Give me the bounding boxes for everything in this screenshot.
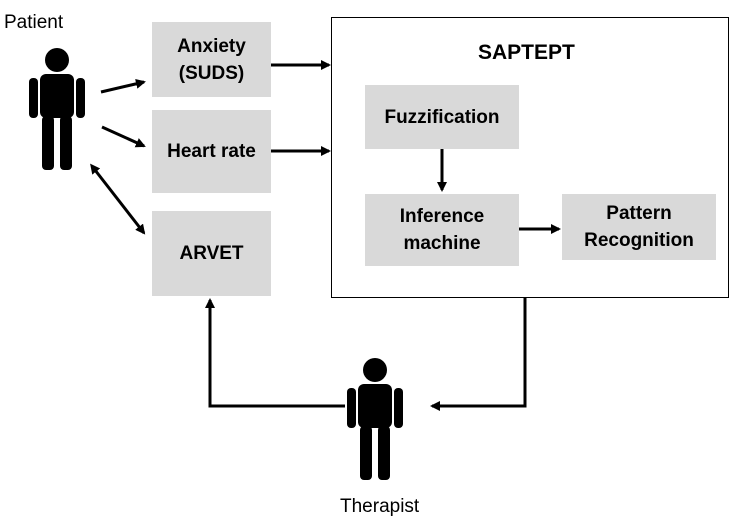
therapist-figure-icon xyxy=(347,358,403,480)
pattern-recognition-label: Pattern Recognition xyxy=(584,203,694,251)
patient-to-heart-rate-arrow xyxy=(101,125,146,148)
anxiety-suds-label: Anxiety (SUDS) xyxy=(177,35,246,84)
pattern-recognition-box: Pattern Recognition xyxy=(562,194,716,260)
arvet-label: ARVET xyxy=(179,243,244,264)
therapist-to-arvet-arrow xyxy=(205,298,345,408)
patient-to-anxiety-arrow xyxy=(100,78,146,94)
patient-arvet-double-arrow xyxy=(90,163,146,235)
patient-label: Patient xyxy=(4,12,64,33)
inference-machine-label: Inference machine xyxy=(399,206,485,254)
saptept-title: SAPTEPT xyxy=(478,41,575,64)
heart-rate-box: Heart rate xyxy=(152,110,271,193)
arvet-box: ARVET xyxy=(152,211,271,296)
fuzzification-label: Fuzzification xyxy=(384,106,500,128)
fuzzification-box: Fuzzification xyxy=(365,85,519,149)
system-to-therapist-arrow xyxy=(430,298,527,411)
heart-rate-label: Heart rate xyxy=(167,141,256,162)
therapist-label: Therapist xyxy=(340,496,420,517)
anxiety-suds-box: Anxiety (SUDS) xyxy=(152,22,271,97)
patient-figure-icon xyxy=(29,48,85,170)
inference-machine-box: Inference machine xyxy=(365,194,519,266)
